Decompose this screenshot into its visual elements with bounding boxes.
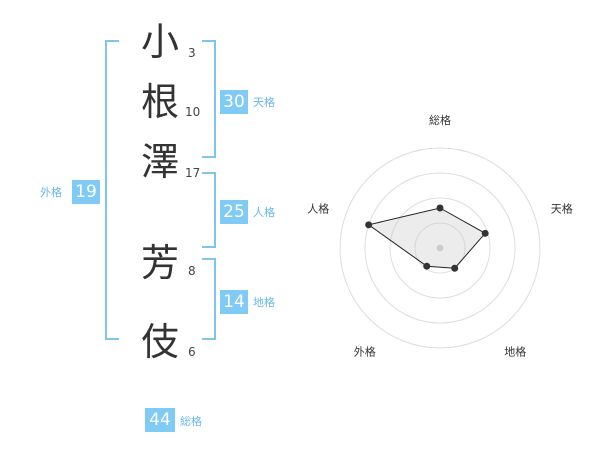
stroke-count-4: 8 bbox=[188, 264, 196, 278]
tenkaku-label: 天格 bbox=[253, 96, 275, 109]
tenkaku-bracket bbox=[202, 40, 216, 158]
radar-grid-ring bbox=[389, 197, 491, 299]
stroke-count-1: 3 bbox=[188, 46, 196, 60]
radar-point-4 bbox=[423, 262, 431, 270]
chikaku-value: 14 bbox=[220, 290, 248, 314]
radar-point-2 bbox=[481, 229, 489, 237]
jinkaku-bracket bbox=[202, 172, 216, 248]
radar-point-3 bbox=[451, 264, 459, 272]
tenkaku-value: 30 bbox=[220, 90, 248, 114]
name-char-2: 根 bbox=[140, 80, 179, 124]
radar-axis-label-1: 総格 bbox=[429, 113, 451, 127]
chikaku-label: 地格 bbox=[253, 296, 275, 309]
jinkaku-value: 25 bbox=[220, 200, 248, 224]
radar-point-1 bbox=[436, 204, 444, 212]
radar-point-5 bbox=[365, 221, 373, 229]
radar-axis-label-3: 地格 bbox=[504, 345, 526, 359]
stroke-count-3: 17 bbox=[185, 166, 201, 180]
name-char-3: 澤 bbox=[140, 140, 179, 184]
chikaku-bracket bbox=[202, 258, 216, 340]
gaikaku-label: 外格 bbox=[40, 186, 62, 199]
radar-series-polygon bbox=[367, 207, 486, 269]
stroke-count-2: 10 bbox=[185, 105, 201, 119]
soukaku-value: 44 bbox=[145, 408, 175, 432]
radar-grid-ring bbox=[414, 222, 466, 274]
radar-axis-label-2: 天格 bbox=[551, 201, 573, 215]
radar-grid-ring bbox=[339, 147, 541, 349]
radar-axis-label-4: 外格 bbox=[354, 345, 376, 359]
name-char-1: 小 bbox=[140, 20, 179, 64]
gaikaku-value: 19 bbox=[72, 180, 100, 204]
gaikaku-bracket bbox=[105, 40, 119, 340]
name-char-4: 芳 bbox=[140, 241, 179, 285]
stroke-count-5: 6 bbox=[188, 345, 196, 359]
radar-grid-ring bbox=[364, 172, 516, 324]
radar-center-dot bbox=[436, 244, 444, 252]
name-char-5: 伎 bbox=[140, 320, 179, 364]
soukaku-label: 総格 bbox=[180, 415, 202, 428]
jinkaku-label: 人格 bbox=[253, 206, 275, 219]
radar-axis-label-5: 人格 bbox=[307, 201, 329, 215]
